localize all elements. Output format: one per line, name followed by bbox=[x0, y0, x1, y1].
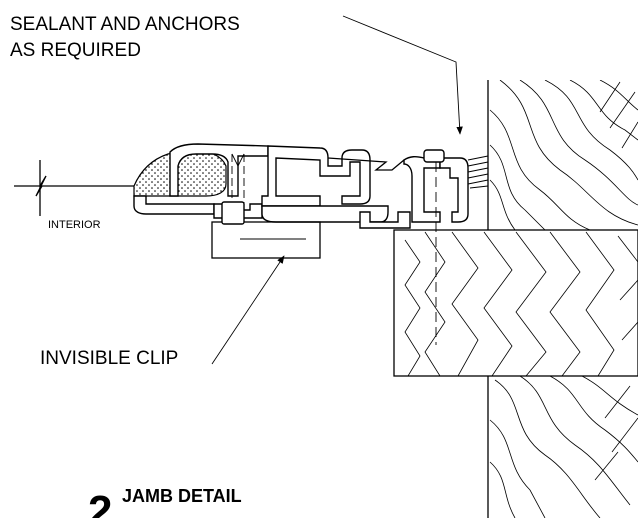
interior-label: INTERIOR bbox=[48, 219, 101, 231]
upper-wall bbox=[487, 80, 638, 230]
fastener-centerlines bbox=[231, 153, 437, 345]
wall-sealant bbox=[467, 155, 489, 189]
leader-clip bbox=[211, 255, 285, 365]
frame-extrusion bbox=[133, 143, 469, 229]
sealant-label-line2: AS REQUIRED bbox=[10, 40, 141, 61]
sill-member bbox=[393, 229, 638, 377]
sealant-label-line1: SEALANT AND ANCHORS bbox=[10, 14, 240, 35]
sealant-bead bbox=[133, 149, 227, 197]
detail-number: 2 bbox=[88, 487, 112, 518]
lower-wall bbox=[487, 376, 638, 518]
detail-title: JAMB DETAIL bbox=[122, 486, 242, 506]
invisible-clip-label: INVISIBLE CLIP bbox=[40, 348, 178, 369]
interior-wall-line bbox=[14, 160, 134, 216]
leader-sealant bbox=[342, 15, 463, 135]
invisible-clip-block bbox=[211, 201, 321, 259]
